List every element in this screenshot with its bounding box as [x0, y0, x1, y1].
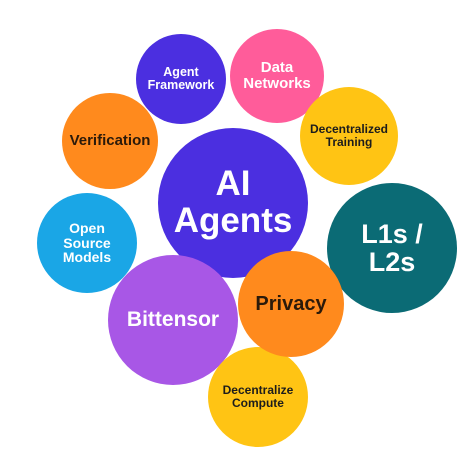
privacy-label: Privacy	[255, 292, 327, 315]
bittensor-label: Bittensor	[126, 307, 220, 331]
ai-agents-center-bubble: AI Agents	[158, 128, 308, 278]
agent-framework-label: Agent Framework	[147, 64, 215, 92]
data-networks-bubble: Data Networks	[230, 29, 324, 123]
l1s-l2s-label: L1s / L2s	[361, 218, 423, 277]
privacy-bubble: Privacy	[238, 251, 344, 357]
open-source-models-bubble: Open Source Models	[37, 193, 137, 293]
verification-bubble: Verification	[62, 93, 158, 189]
verification-label: Verification	[69, 132, 151, 150]
open-source-models-label: Open Source Models	[62, 219, 112, 266]
decentralize-compute-label: Decentralize Compute	[222, 383, 294, 410]
ai-agents-label: AI Agents	[173, 164, 293, 240]
bittensor-bubble: Bittensor	[108, 255, 238, 385]
decentralized-training-bubble: Decentralized Training	[300, 87, 398, 185]
decentralized-training-label: Decentralized Training	[309, 122, 389, 149]
agent-framework-bubble: Agent Framework	[136, 34, 226, 124]
l1s-l2s-bubble: L1s / L2s	[327, 183, 457, 313]
decentralize-compute-bubble: Decentralize Compute	[208, 347, 308, 447]
data-networks-label: Data Networks	[243, 59, 311, 92]
